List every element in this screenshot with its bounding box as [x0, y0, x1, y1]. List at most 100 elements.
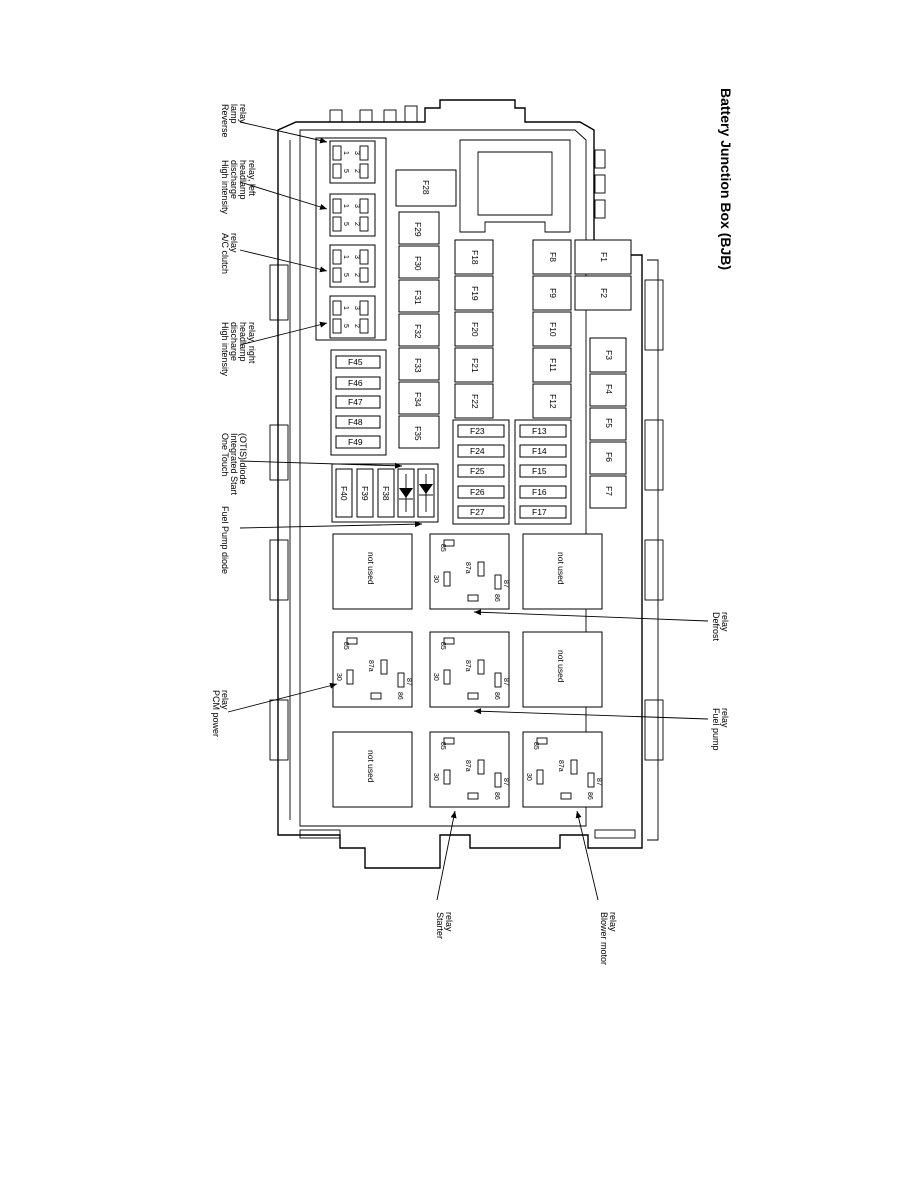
junction-box-housing: [269, 99, 664, 869]
fuse-row-f18-f22: F18 F19 F20 F21 F22: [454, 239, 494, 419]
svg-text:F33: F33: [413, 358, 423, 373]
svg-text:F49: F49: [348, 437, 363, 447]
mini-fuse-block-f45-f49: F45 F46 F47 F48 F49: [330, 349, 387, 456]
svg-text:3: 3: [353, 204, 360, 208]
svg-text:87a: 87a: [557, 760, 564, 772]
svg-text:F45: F45: [348, 357, 363, 367]
svg-text:F11: F11: [548, 358, 558, 372]
svg-text:F32: F32: [413, 324, 423, 339]
svg-text:5: 5: [342, 169, 349, 173]
svg-text:2: 2: [353, 222, 360, 226]
fuse-row-f29-f35: F29 F30 F31 F32 F33 F34 F35: [398, 211, 440, 449]
svg-text:86: 86: [493, 792, 500, 800]
callout-hid-left: High intensitydischargeheadlamprelay, le…: [220, 160, 257, 215]
fuel-pump-relay: 85 87a 87 30 86: [429, 631, 510, 708]
svg-text:30: 30: [432, 575, 439, 583]
otis-diode: [397, 468, 415, 518]
svg-text:F16: F16: [532, 487, 547, 497]
svg-text:F21: F21: [470, 358, 480, 373]
ac-clutch-relay: 1 3 5 2: [329, 244, 376, 288]
svg-text:F27: F27: [470, 507, 485, 517]
reverse-lamp-relay: 1 3 5 2: [329, 140, 376, 184]
svg-text:F24: F24: [470, 446, 485, 456]
svg-text:F39: F39: [360, 486, 370, 501]
svg-text:1: 1: [342, 204, 349, 208]
svg-text:F9: F9: [548, 288, 558, 298]
fuel-pump-diode: [417, 468, 435, 518]
svg-text:1: 1: [342, 255, 349, 259]
small-relay-block: 1 3 5 2 1 3 5 2 1 3 5 2: [315, 137, 387, 341]
svg-text:F46: F46: [348, 378, 363, 388]
svg-text:F38: F38: [381, 486, 391, 501]
svg-text:F18: F18: [470, 250, 480, 265]
svg-text:F2: F2: [599, 288, 609, 298]
svg-text:86: 86: [586, 792, 593, 800]
svg-text:not used: not used: [556, 650, 566, 683]
callout-defrost: Defrostrelay: [711, 612, 730, 642]
svg-text:F14: F14: [532, 446, 547, 456]
svg-text:F23: F23: [470, 426, 485, 436]
svg-text:F22: F22: [470, 394, 480, 409]
svg-text:F35: F35: [413, 426, 423, 441]
not-used-slot: not used: [522, 533, 603, 610]
svg-text:F28: F28: [421, 180, 431, 195]
svg-text:not used: not used: [366, 750, 376, 783]
svg-text:F26: F26: [470, 487, 485, 497]
hid-left-relay: 1 3 5 2: [329, 193, 376, 237]
fuse-row-f8-f12: F8 F9 F10 F11 F12: [532, 239, 572, 419]
callout-fuel-pump-diode: Fuel Pump diode: [220, 506, 230, 574]
pcm-power-relay: 85 87a 87 30 86: [332, 631, 413, 708]
svg-text:87a: 87a: [464, 760, 471, 772]
callout-hid-right: High intensitydischargeheadlamprelay, ri…: [220, 322, 257, 377]
callout-reverse-lamp-relay: Reverselamprelay: [220, 104, 248, 138]
svg-text:F29: F29: [413, 222, 423, 237]
svg-text:F1: F1: [599, 252, 609, 262]
callout-pcm-power: PCM powerrelay: [211, 690, 230, 737]
starter-relay: 85 87a 87 30 86: [429, 731, 510, 808]
svg-text:5: 5: [342, 273, 349, 277]
svg-text:86: 86: [493, 692, 500, 700]
fuse-f1-f2: F1 F2: [574, 239, 632, 311]
svg-text:87: 87: [502, 678, 509, 686]
callout-ac-clutch: A/C clutchrelay: [220, 233, 239, 274]
svg-text:85: 85: [342, 642, 349, 650]
svg-text:87: 87: [405, 678, 412, 686]
svg-text:30: 30: [525, 773, 532, 781]
fuse-row-f3-f7: F3 F4 F5 F6 F7: [589, 337, 627, 509]
svg-text:87a: 87a: [464, 562, 471, 574]
svg-text:85: 85: [532, 742, 539, 750]
svg-text:30: 30: [432, 773, 439, 781]
svg-text:3: 3: [353, 255, 360, 259]
svg-text:30: 30: [432, 673, 439, 681]
callout-blower-motor: Blower motorrelay: [599, 912, 618, 965]
svg-text:F17: F17: [532, 507, 547, 517]
svg-text:85: 85: [439, 544, 446, 552]
svg-text:3: 3: [353, 306, 360, 310]
svg-text:F15: F15: [532, 466, 547, 476]
callout-labels: Reverselamprelay High intensitydischarge…: [211, 104, 730, 965]
defrost-relay: 85 87a 87 30 86: [429, 533, 510, 610]
diagram-title: Battery Junction Box (BJB): [718, 88, 734, 270]
hid-right-relay: 1 3 5 2: [329, 295, 376, 339]
svg-text:F30: F30: [413, 256, 423, 271]
svg-text:F7: F7: [604, 486, 614, 496]
svg-text:2: 2: [353, 324, 360, 328]
fuse-f28: F28: [395, 169, 457, 207]
not-used-slot: not used: [332, 731, 413, 808]
svg-text:86: 86: [493, 594, 500, 602]
svg-text:F12: F12: [548, 394, 558, 409]
svg-text:87: 87: [502, 778, 509, 786]
svg-text:86: 86: [396, 692, 403, 700]
svg-text:87: 87: [595, 778, 602, 786]
callout-otis-diode: One TouchIntegrated Start(OTIS) diode: [220, 433, 248, 496]
svg-text:87a: 87a: [367, 660, 374, 672]
svg-text:F6: F6: [604, 452, 614, 462]
svg-text:F4: F4: [604, 384, 614, 394]
mini-fuse-block-f23-f27: F23 F24 F25 F26 F27: [452, 419, 510, 525]
svg-text:85: 85: [439, 742, 446, 750]
svg-text:1: 1: [342, 151, 349, 155]
mini-fuse-block-f13-f17: F13 F14 F15 F16 F17: [514, 419, 572, 525]
svg-text:F40: F40: [339, 486, 349, 501]
svg-text:1: 1: [342, 306, 349, 310]
